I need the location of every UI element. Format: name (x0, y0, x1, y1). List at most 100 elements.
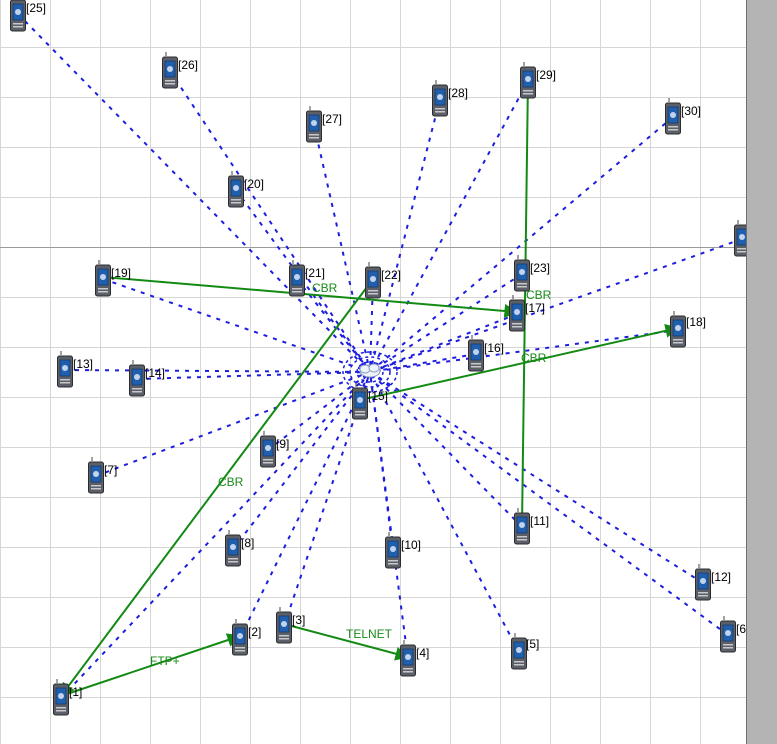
node-15[interactable]: [15] (352, 382, 389, 420)
wireless-link (169, 70, 371, 373)
node-13[interactable]: [13] (57, 350, 94, 388)
flow-label: FTP+ (150, 654, 180, 668)
node-label: [4] (416, 646, 429, 660)
node-label: [21] (305, 266, 325, 280)
mobile-node-icon (670, 310, 686, 348)
nodes: [1] [2] [3] [4] [5] [6] [7] [8] [9] [10] [11] [12] [… (10, 0, 769, 716)
node-18[interactable]: [18] (670, 310, 707, 348)
node-label: [5] (526, 637, 539, 651)
node-label: [27] (322, 112, 342, 126)
flow-label: TELNET (346, 627, 393, 641)
node-label: [7] (104, 463, 117, 477)
node-label: [22] (381, 268, 401, 282)
wireless-link (369, 371, 409, 660)
node-11[interactable]: [11] (514, 507, 550, 545)
mobile-node-icon (432, 79, 448, 117)
wireless-link (369, 371, 394, 552)
node-30[interactable]: [30] (665, 97, 702, 135)
node-label: [18] (686, 315, 706, 329)
mobile-node-icon (306, 105, 322, 143)
node-label: [19] (111, 266, 131, 280)
mobile-node-icon (695, 563, 711, 601)
node-22[interactable]: [22] (365, 261, 402, 299)
node-label: [26] (178, 58, 198, 72)
node-8[interactable]: [8] (225, 529, 255, 567)
mobile-node-icon (228, 170, 244, 208)
node-17[interactable]: [17] (509, 294, 546, 332)
node-23[interactable]: [23] (514, 254, 551, 292)
flow-label: CBR (218, 475, 244, 489)
base-station[interactable] (342, 351, 398, 393)
wireless-link (369, 98, 441, 373)
node-label: [14] (145, 366, 165, 380)
mobile-node-icon (232, 618, 248, 656)
mobile-node-icon (129, 359, 145, 397)
node-7[interactable]: [7] (88, 456, 118, 494)
node-10[interactable]: [10] (385, 531, 422, 569)
vertical-scrollbar[interactable] (747, 0, 777, 744)
node-26[interactable]: [26] (162, 51, 199, 89)
mobile-node-icon (665, 97, 681, 135)
wireless-link (369, 313, 518, 373)
flow-22-to-1 (60, 278, 374, 698)
mobile-node-icon (468, 334, 484, 372)
node-16[interactable]: [16] (468, 334, 505, 372)
node-14[interactable]: [14] (129, 359, 166, 397)
node-27[interactable]: [27] (306, 105, 343, 143)
mobile-node-icon (53, 678, 69, 716)
node-19[interactable]: [19] (95, 259, 132, 297)
hub-ring (349, 356, 391, 388)
wireless-link (267, 371, 371, 451)
node-label: [30] (681, 104, 701, 118)
wireless-link (64, 369, 371, 373)
mobile-node-icon (88, 456, 104, 494)
node-6[interactable]: [6] (720, 615, 750, 653)
node-label: [29] (536, 68, 556, 82)
node-label: [11] (530, 514, 549, 528)
node-label: [28] (448, 86, 468, 100)
node-20[interactable]: [20] (228, 170, 265, 208)
flow-3-to-4 (283, 623, 410, 661)
node-label: [8] (241, 536, 254, 550)
wireless-link (232, 371, 371, 550)
node-3[interactable]: [3] (276, 606, 306, 644)
mobile-node-icon (10, 0, 26, 32)
flow-label: CBR (526, 288, 552, 302)
wireless-link (369, 371, 523, 528)
node-9[interactable]: [9] (260, 430, 290, 468)
mobile-node-icon (225, 529, 241, 567)
node-label: [15] (368, 389, 388, 403)
mobile-node-icon (260, 430, 276, 468)
node-29[interactable]: [29] (520, 61, 557, 99)
wireless-link (136, 371, 371, 380)
node-label: [20] (244, 177, 264, 191)
node-label: [23] (530, 261, 550, 275)
node-28[interactable]: [28] (432, 79, 469, 117)
node-2[interactable]: [2] (232, 618, 262, 656)
mobile-node-icon (509, 294, 525, 332)
wireless-link (369, 116, 674, 373)
node-21[interactable]: [21] (289, 259, 326, 297)
node-label: [12] (711, 570, 731, 584)
mobile-node-icon (520, 61, 536, 99)
node-25[interactable]: [25] (10, 0, 47, 32)
node-5[interactable]: [5] (511, 632, 540, 670)
flow-15-to-18 (359, 323, 680, 401)
wireless-link (369, 273, 523, 373)
wireless-links (17, 13, 743, 699)
wireless-link (313, 124, 371, 373)
wireless-link (17, 13, 371, 373)
grid (0, 0, 746, 744)
node-label: [9] (276, 437, 289, 451)
flow-1-to-2 (60, 633, 242, 697)
node-1[interactable]: [1] (53, 678, 83, 716)
node-4[interactable]: [4] (400, 639, 430, 677)
node-12[interactable]: [12] (695, 563, 732, 601)
node-label: [2] (248, 625, 261, 639)
mobile-node-icon (365, 261, 381, 299)
wireless-link (369, 371, 729, 636)
mobile-node-icon (514, 254, 530, 292)
flow-11-to-29 (520, 77, 535, 526)
